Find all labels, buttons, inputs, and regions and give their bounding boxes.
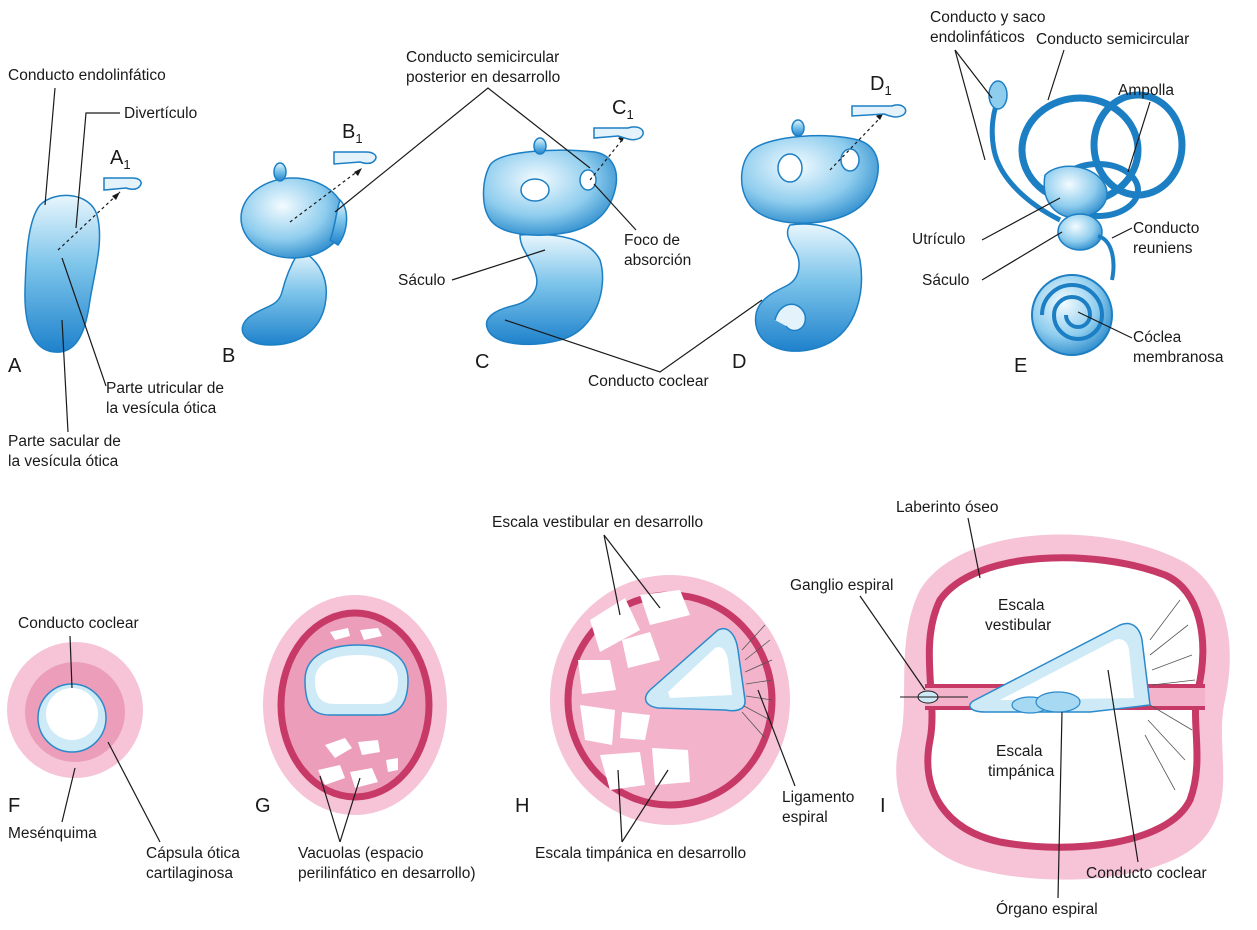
cross-section-b1 <box>334 152 376 164</box>
label-conducto-semicircular: Conducto semicircular <box>1036 31 1189 48</box>
endolymphatic-sac <box>989 81 1007 109</box>
label-conducto-saco-1: Conducto y saco <box>930 9 1045 26</box>
sublabel-c1: C1 <box>612 97 634 122</box>
label-escala-timp-1: Escala <box>996 743 1043 760</box>
label-organo: Órgano espiral <box>996 901 1098 918</box>
panel-h: H Escala vestibular en desarrollo Escala… <box>492 514 854 862</box>
label-conducto-reuniens-1: Conducto <box>1133 220 1199 237</box>
label-vacuolas-2: perilinfático en desarrollo) <box>298 865 475 882</box>
panel-f: F Conducto coclear Mesénquima Cápsula ót… <box>7 615 240 882</box>
label-saculo-c: Sáculo <box>398 272 445 289</box>
label-escala-vest-2: vestibular <box>985 617 1051 634</box>
label-saculo-e: Sáculo <box>922 272 969 289</box>
ductus-reuniens <box>1098 236 1113 280</box>
label-foco-1: Foco de <box>624 232 680 249</box>
label-parte-sacular-2: la vesícula ótica <box>8 453 119 470</box>
panel-e: E Conducto y saco endolinfáticos Conduct… <box>912 9 1224 377</box>
label-escala-vest-1: Escala <box>998 597 1045 614</box>
label-conducto-coclear-f: Conducto coclear <box>18 615 139 632</box>
label-utriculo: Utrículo <box>912 231 965 248</box>
label-foco-2: absorción <box>624 252 691 269</box>
panel-letter-g: G <box>255 795 271 817</box>
label-conducto-coclear-i: Conducto coclear <box>1086 865 1207 882</box>
panel-a: A1 A Conducto endolinfático Divertículo … <box>8 67 224 470</box>
label-parte-utricular-2: la vesícula ótica <box>106 400 217 417</box>
panel-letter-h: H <box>515 795 529 817</box>
panel-letter-i: I <box>880 795 886 817</box>
label-escala-vest-des: Escala vestibular en desarrollo <box>492 514 703 531</box>
cross-section-a1 <box>104 178 141 190</box>
label-coclea-1: Cóclea <box>1133 329 1182 346</box>
panel-g: G Vacuolas (espacio perilinfático en des… <box>255 595 475 882</box>
panel-letter-c: C <box>475 351 489 373</box>
sublabel-b1: B1 <box>342 121 363 146</box>
panel-letter-f: F <box>8 795 20 817</box>
utricle-c <box>484 150 617 235</box>
utricle-e <box>1044 166 1107 218</box>
label-conducto-coclear-cd: Conducto coclear <box>588 373 709 390</box>
label-conducto-saco-2: endolinfáticos <box>930 29 1025 46</box>
panel-letter-a: A <box>8 355 22 377</box>
label-ampolla: Ampolla <box>1118 82 1174 99</box>
utricular-part-b <box>241 178 345 258</box>
panel-d: D1 D <box>732 73 906 373</box>
label-escala-timp-des: Escala timpánica en desarrollo <box>535 845 746 862</box>
otic-vesicle-b <box>242 250 326 345</box>
label-ganglio: Ganglio espiral <box>790 577 893 594</box>
label-conducto-endolinfatico: Conducto endolinfático <box>8 67 166 84</box>
label-parte-utricular-1: Parte utricular de <box>106 380 224 397</box>
label-parte-sacular-1: Parte sacular de <box>8 433 121 450</box>
label-diverticulo: Divertículo <box>124 105 197 122</box>
label-capsula-2: cartilaginosa <box>146 865 233 882</box>
label-escala-timp-2: timpánica <box>988 763 1055 780</box>
label-ligamento-2: espiral <box>782 809 828 826</box>
saccule-cochlear-d <box>756 224 862 351</box>
label-mesenquima: Mesénquima <box>8 825 97 842</box>
panel-c: C1 C Conducto semicircular posterior en … <box>335 49 762 390</box>
utricle-d <box>742 136 879 224</box>
saccule-e <box>1058 214 1102 250</box>
label-coclea-2: membranosa <box>1133 349 1224 366</box>
label-ligamento-1: Ligamento <box>782 789 854 806</box>
panel-b: B1 B <box>222 121 376 367</box>
sublabel-a1: A1 <box>110 147 131 172</box>
label-capsula-1: Cápsula ótica <box>146 845 240 862</box>
saccule-cochlear-c <box>487 234 603 344</box>
label-semicircular-post-1: Conducto semicircular <box>406 49 559 66</box>
label-laberinto: Laberinto óseo <box>896 499 999 516</box>
label-conducto-reuniens-2: reuniens <box>1133 240 1193 257</box>
panel-letter-e: E <box>1014 355 1027 377</box>
panel-letter-b: B <box>222 345 235 367</box>
panel-letter-d: D <box>732 351 746 373</box>
panel-i: I Laberinto óseo Ganglio espiral Escala … <box>790 499 1230 918</box>
sublabel-d1: D1 <box>870 73 892 98</box>
label-semicircular-post-2: posterior en desarrollo <box>406 69 560 86</box>
label-vacuolas-1: Vacuolas (espacio <box>298 845 424 862</box>
cochlea-e <box>1032 275 1112 355</box>
